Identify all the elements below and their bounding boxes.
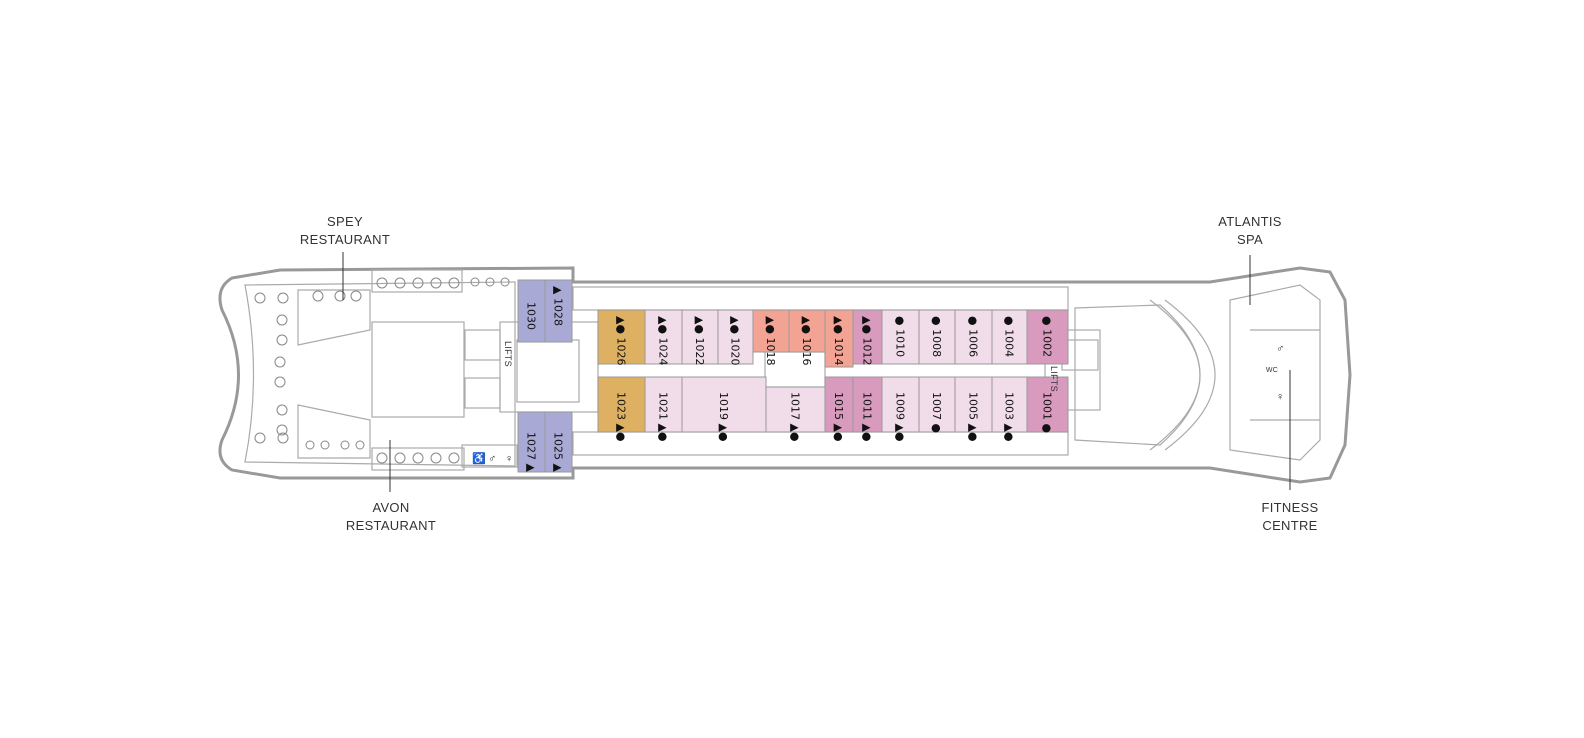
cabin-number: 1025 ▲ [552, 432, 565, 472]
cabin-area[interactable] [717, 309, 754, 365]
cabin-area[interactable] [918, 376, 956, 433]
cabin-area[interactable] [644, 376, 683, 433]
cabin-area[interactable] [1026, 309, 1069, 365]
cabin-number: 1017 ▲● [789, 392, 802, 442]
cabin-area[interactable] [852, 309, 883, 365]
cabin-area[interactable] [544, 411, 573, 473]
cabin-area[interactable] [517, 279, 546, 343]
cabin-area[interactable] [991, 309, 1028, 365]
cabin-area[interactable] [852, 376, 883, 433]
cabin-1011[interactable]: 1011 ▲● [852, 376, 883, 442]
lifts-aft-label: LIFTS [503, 340, 513, 367]
cabin-number: 1007 ● [930, 392, 943, 433]
cabin-number: 1023 ▲● [615, 392, 628, 442]
female-wc-icon: ♀ [505, 453, 513, 465]
cabin-area[interactable] [644, 309, 683, 365]
cabin-1024[interactable]: ▲● 1024 [644, 309, 683, 366]
cabin-area[interactable] [1026, 376, 1069, 433]
cabin-1010[interactable]: ● 1010 [881, 309, 920, 365]
cabin-number: ▲● 1026 [615, 316, 628, 366]
cabin-number: ▲● 1024 [657, 316, 670, 366]
cabin-1006[interactable]: ● 1006 [954, 309, 993, 365]
cabin-number: 1015 ▲● [832, 392, 845, 442]
cabin-1018[interactable]: ▲● 1018 [752, 309, 790, 366]
cabin-number: 1003 ▲● [1003, 392, 1016, 442]
cabin-area[interactable] [954, 309, 993, 365]
cabin-area[interactable] [954, 376, 993, 433]
cabin-number: 1027 ▲ [525, 432, 538, 472]
accessible-wc-icon: ♿ [472, 452, 486, 465]
cabin-number: ▲ 1028 [552, 286, 565, 326]
cabin-number: 1011 ▲● [861, 392, 874, 442]
cabin-1016[interactable]: ▲● 1016 [788, 309, 826, 366]
cabin-area[interactable] [752, 309, 790, 353]
ship-hull [218, 266, 1352, 484]
cabin-number: 1009 ▲● [894, 392, 907, 442]
cabin-area[interactable] [681, 376, 767, 433]
cabin-1030[interactable]: 1030 [517, 279, 546, 343]
cabin-1020[interactable]: ▲● 1020 [717, 309, 754, 366]
cabin-number: ▲● 1020 [729, 316, 742, 366]
cabin-1003[interactable]: 1003 ▲● [991, 376, 1028, 442]
cabin-number: ● 1002 [1041, 316, 1054, 357]
cabin-number: ● 1010 [894, 316, 907, 357]
cabin-1001[interactable]: 1001 ● [1026, 376, 1069, 433]
cabin-area[interactable] [788, 309, 826, 353]
wc-label: WC [1265, 367, 1279, 374]
male-wc-icon: ♂ [488, 453, 496, 465]
restaurant-tables [254, 277, 510, 464]
cabin-number: ▲● 1014 [832, 316, 845, 366]
cabin-number: ▲● 1022 [693, 316, 706, 366]
male-wc-icon: ♂ [1276, 343, 1284, 355]
cabin-1002[interactable]: ● 1002 [1026, 309, 1069, 365]
cabin-number: ▲● 1016 [800, 316, 813, 366]
cabin-1017[interactable]: 1017 ▲● [765, 386, 826, 442]
cabin-1028[interactable]: ▲ 1028 [544, 279, 573, 343]
cabin-1015[interactable]: 1015 ▲● [824, 376, 854, 442]
cabin-1004[interactable]: ● 1004 [991, 309, 1028, 365]
cabin-1021[interactable]: 1021 ▲● [644, 376, 683, 442]
cabin-number: 1030 [525, 302, 538, 330]
cabin-1026[interactable]: ▲● 1026 [597, 309, 646, 366]
cabin-number: 1005 ▲● [967, 392, 980, 442]
cabin-1027[interactable]: 1027 ▲ [517, 411, 546, 473]
cabin-1008[interactable]: ● 1008 [918, 309, 956, 365]
cabin-1009[interactable]: 1009 ▲● [881, 376, 920, 442]
cabin-number: ● 1008 [930, 316, 943, 357]
cabin-1014[interactable]: ▲● 1014 [824, 309, 854, 368]
cabin-area[interactable] [765, 386, 826, 433]
cabin-1005[interactable]: 1005 ▲● [954, 376, 993, 442]
cabin-area[interactable] [824, 309, 854, 368]
female-wc-icon: ♀ [1276, 391, 1284, 403]
cabin-area[interactable] [597, 376, 646, 433]
lifts-fwd-label: LIFTS [1049, 365, 1059, 392]
cabin-1025[interactable]: 1025 ▲ [544, 411, 573, 473]
cabin-number: ● 1004 [1003, 316, 1016, 357]
cabin-area[interactable] [991, 376, 1028, 433]
cabin-area[interactable] [681, 309, 719, 365]
cabin-number: 1001 ● [1041, 392, 1054, 433]
cabin-number: 1021 ▲● [657, 392, 670, 442]
cabin-1019[interactable]: 1019 ▲● [681, 376, 767, 442]
cabin-area[interactable] [881, 309, 920, 365]
cabin-area[interactable] [824, 376, 854, 433]
cabin-area[interactable] [918, 309, 956, 365]
cabin-number: ▲● 1018 [764, 316, 777, 366]
cabin-1023[interactable]: 1023 ▲● [597, 376, 646, 442]
cabin-number: ● 1006 [967, 316, 980, 357]
cabin-1012[interactable]: ▲● 1012 [852, 309, 883, 366]
cabin-number: 1019 ▲● [717, 392, 730, 442]
cabin-area[interactable] [517, 411, 546, 473]
cabin-area[interactable] [544, 279, 573, 343]
cabin-1007[interactable]: 1007 ● [918, 376, 956, 433]
spa-fitness-area [1229, 284, 1321, 461]
cabin-number: ▲● 1012 [861, 316, 874, 366]
restaurant-service-area [371, 321, 465, 418]
cabin-1022[interactable]: ▲● 1022 [681, 309, 719, 366]
lift-shaft-fwd [1044, 329, 1101, 411]
